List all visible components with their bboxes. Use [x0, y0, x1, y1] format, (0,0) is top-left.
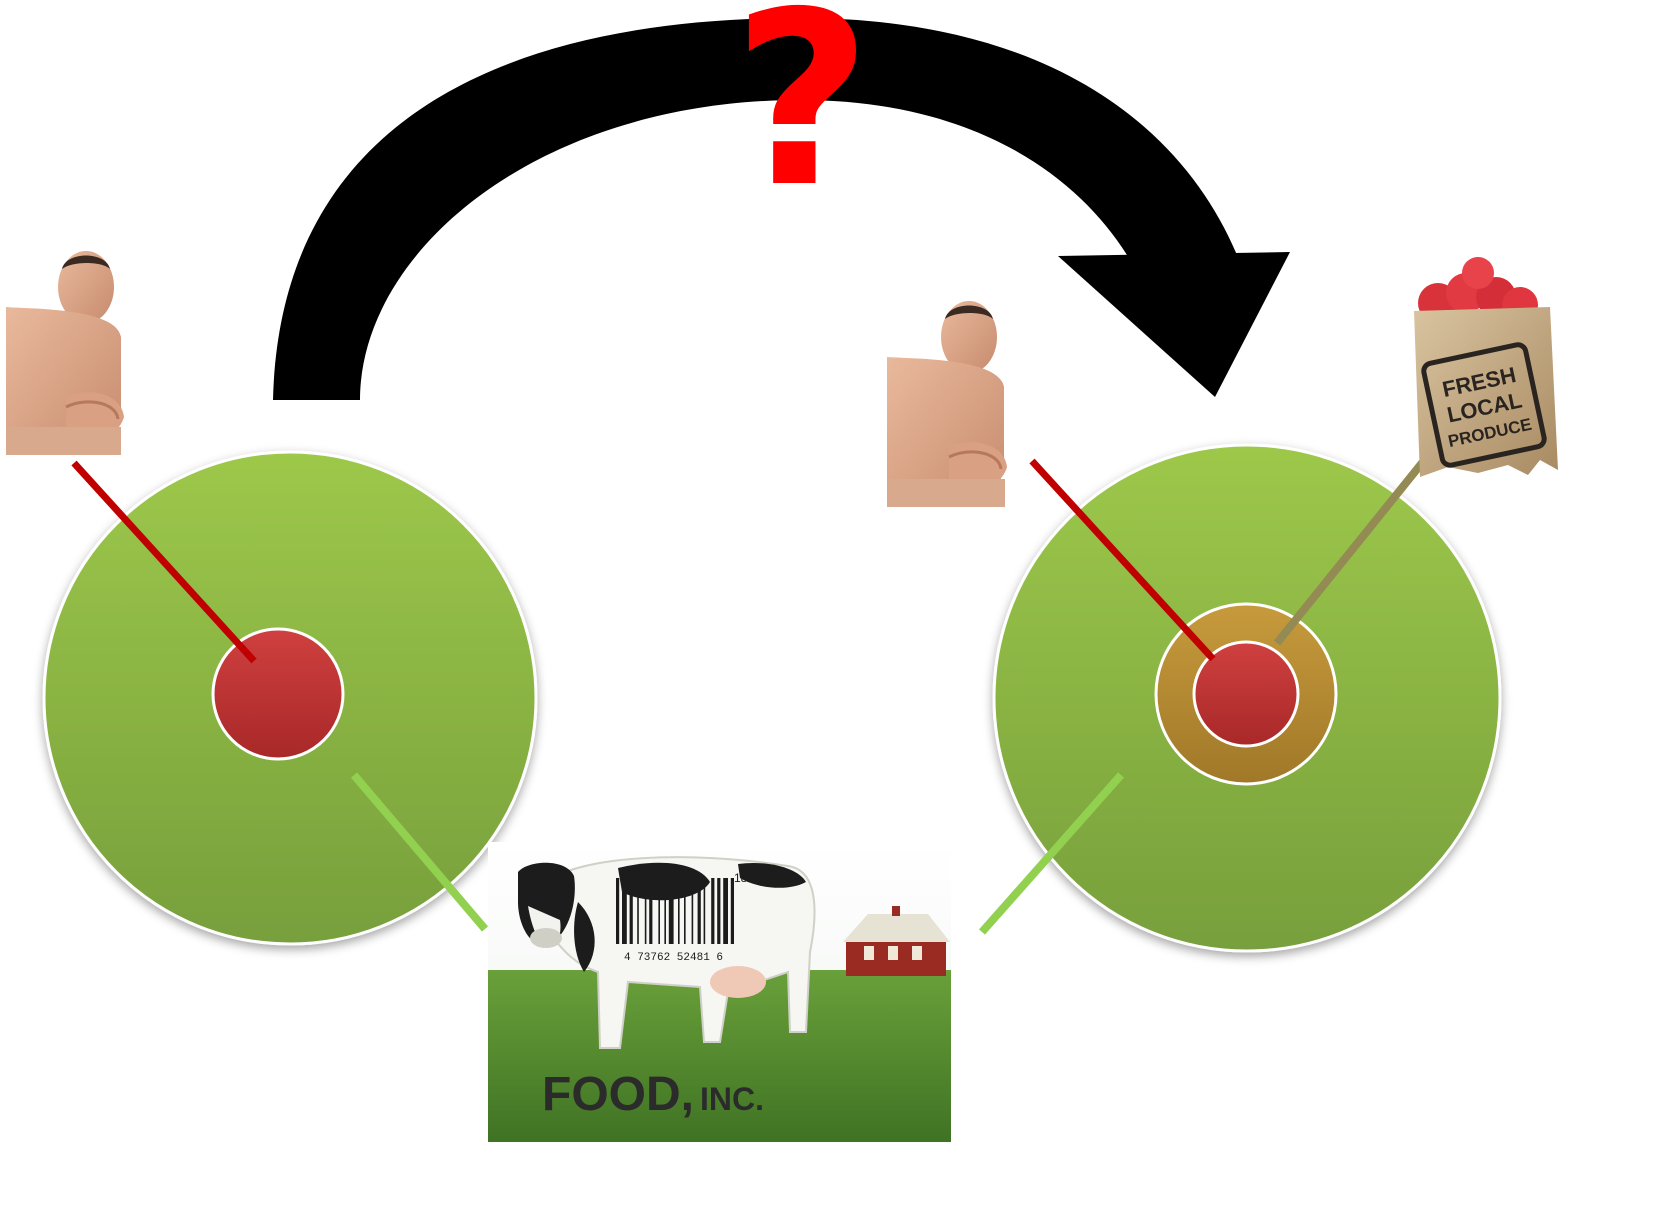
- barcode-bar: [616, 878, 619, 944]
- left-core-circle: [213, 629, 343, 759]
- barcode-bar: [664, 878, 666, 944]
- produce-bag-image: FRESH LOCAL PRODUCE: [1414, 257, 1558, 477]
- barcode-bar: [711, 878, 714, 944]
- arrow-head: [1058, 252, 1290, 397]
- question-mark-label: ?: [712, 0, 892, 210]
- barcode-bar: [637, 878, 639, 944]
- barcode-bar: [684, 878, 686, 944]
- barcode-bar: [649, 878, 652, 944]
- barcode-bar: [658, 878, 660, 944]
- barcode-bar: [731, 878, 734, 944]
- left-target: [44, 452, 536, 944]
- right-target: [982, 445, 1500, 951]
- poster-title-suffix: INC.: [700, 1081, 764, 1117]
- ear-tag-number: 18: [734, 871, 748, 885]
- barcode-bar: [678, 878, 680, 944]
- barcode-bar: [645, 878, 647, 944]
- barcode-bar: [692, 878, 694, 944]
- barcode-bar: [630, 878, 633, 944]
- barcode-bar: [622, 878, 627, 944]
- barcode-bar: [717, 878, 720, 944]
- barcode-bar: [704, 878, 706, 944]
- barcode-bar: [723, 878, 728, 944]
- barcode-number: 4 73762 52481 6: [624, 952, 723, 964]
- man-photo-right: [887, 297, 1007, 507]
- food-inc-poster: 4 73762 52481 6 18 FOOD, INC.: [488, 842, 951, 1142]
- barcode-bar: [669, 878, 674, 944]
- man-photo-left: [6, 247, 124, 455]
- barcode-bar: [698, 878, 701, 944]
- poster-title-main: FOOD,: [542, 1068, 694, 1121]
